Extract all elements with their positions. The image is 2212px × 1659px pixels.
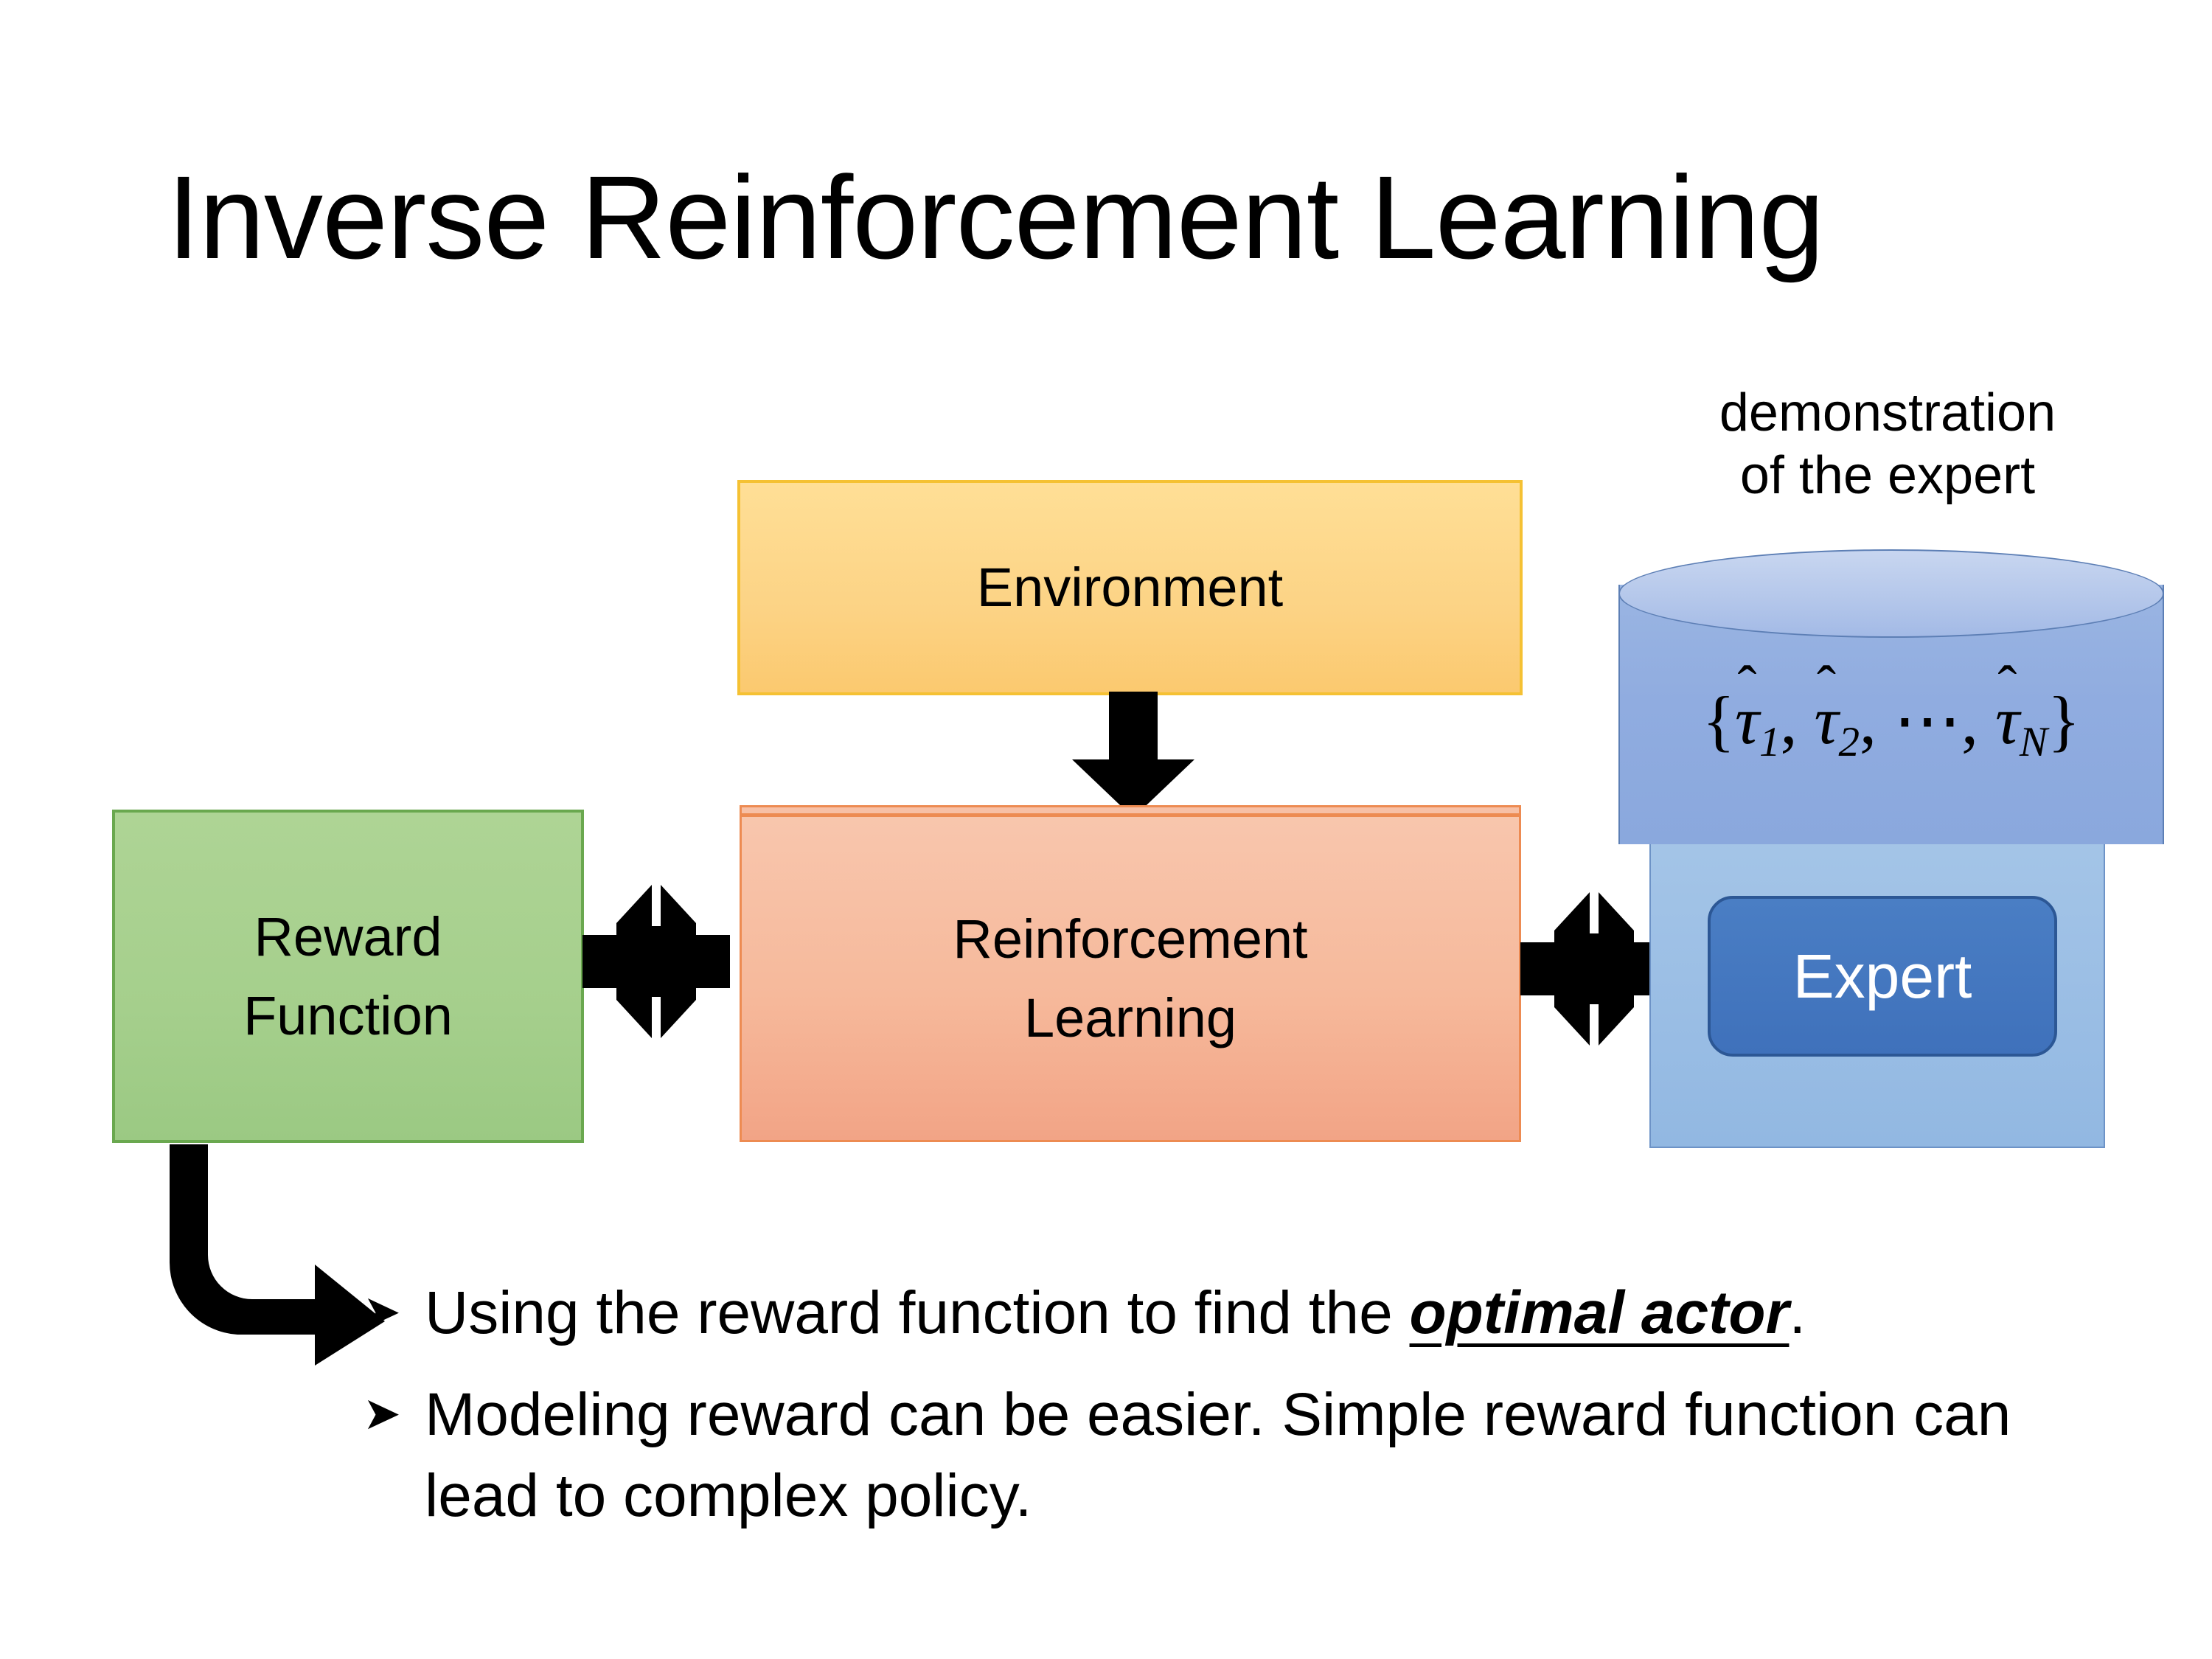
bullet-1-emphasis: optimal actor — [1409, 1279, 1790, 1346]
hat-accent-1: ̂ — [1735, 653, 1759, 720]
bullet-arrow-icon-1: ➤ — [363, 1284, 401, 1338]
reward-label-line2: Function — [243, 985, 453, 1046]
reward-label-line1: Reward — [254, 905, 442, 967]
trajectory-cylinder: {̂τ1, ̂τ2, ⋯, ̂τN} — [1618, 549, 2164, 844]
reward-function-box[interactable]: Reward Function — [112, 810, 584, 1143]
rl-box-top-strip — [740, 805, 1521, 815]
bullet-1-text-after: . — [1789, 1279, 1806, 1346]
expert-box[interactable]: Expert — [1708, 896, 2057, 1057]
reinforcement-learning-box[interactable]: Reinforcement Learning — [740, 815, 1521, 1142]
expert-box-label: Expert — [1792, 942, 1972, 1011]
rl-label-line1: Reinforcement — [953, 908, 1308, 970]
rl-label-line2: Learning — [1023, 987, 1237, 1048]
formula-open-brace: { — [1702, 683, 1736, 758]
tau-symbol-1: τ — [1735, 683, 1759, 758]
cylinder-top-ellipse — [1618, 549, 2164, 638]
tau-symbol-2: τ — [1814, 683, 1839, 758]
page-title: Inverse Reinforcement Learning — [167, 151, 1825, 283]
hat-accent-n: ̂ — [1995, 653, 2020, 720]
formula-tau-2: ̂τ — [1815, 681, 1839, 759]
bullet-item-1: ➤ Using the reward function to find the … — [363, 1273, 2103, 1354]
formula-tau-1: ̂τ — [1735, 681, 1759, 759]
demonstration-caption: demonstration of the expert — [1622, 382, 2153, 507]
environment-box-label: Environment — [976, 556, 1284, 618]
reward-function-box-label: Reward Function — [243, 897, 453, 1056]
quad-arrow-rl-expert — [1520, 892, 1668, 1046]
bullet-item-2: ➤ Modeling reward can be easier. Simple … — [363, 1374, 2103, 1537]
reinforcement-learning-box-label: Reinforcement Learning — [953, 900, 1307, 1058]
formula-ellipsis: ⋯ — [1893, 683, 1961, 758]
tau-symbol-n: τ — [1994, 683, 2020, 758]
environment-box[interactable]: Environment — [737, 480, 1523, 695]
demonstration-caption-line2: of the expert — [1739, 445, 2036, 505]
formula-sub-n: N — [2019, 719, 2048, 766]
bullet-text-1: Using the reward function to find the op… — [425, 1273, 2103, 1354]
formula-tau-n: ̂τ — [1995, 681, 2020, 759]
demonstration-caption-line1: demonstration — [1719, 383, 2056, 442]
elbow-arrow-reward-to-bullets — [169, 1144, 386, 1366]
formula-close-brace: } — [2047, 683, 2081, 758]
bullet-text-2: Modeling reward can be easier. Simple re… — [425, 1380, 2011, 1529]
bullet-list: ➤ Using the reward function to find the … — [363, 1273, 2103, 1537]
bullet-1-text-before: Using the reward function to find the — [425, 1279, 1410, 1346]
quad-arrow-reward-rl — [582, 885, 730, 1038]
hat-accent-2: ̂ — [1815, 653, 1839, 720]
formula-sub-1: 1 — [1759, 719, 1781, 766]
down-arrow-environment-to-rl — [1072, 692, 1194, 818]
trajectory-set-formula: {̂τ1, ̂τ2, ⋯, ̂τN} — [1618, 681, 2164, 765]
bullet-arrow-icon-2: ➤ — [363, 1385, 401, 1440]
formula-sub-2: 2 — [1838, 719, 1860, 766]
